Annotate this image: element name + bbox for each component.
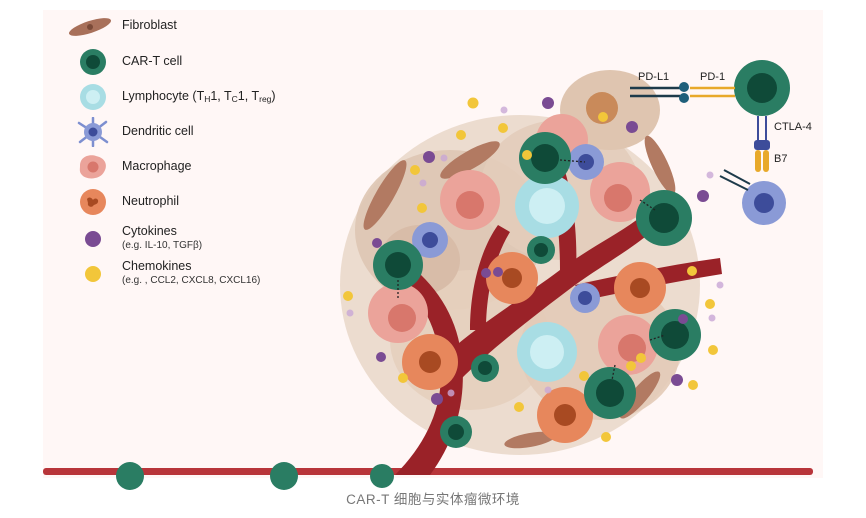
pd-1-label: PD-1	[700, 71, 725, 83]
legend-label-car-t: CAR-T cell	[122, 54, 183, 68]
cytokine-icon	[85, 231, 101, 247]
legend-label-chemokines: Chemokines	[122, 259, 192, 273]
neutrophils	[402, 252, 666, 443]
car-t-cell-icon	[80, 49, 106, 75]
ctla-4-label: CTLA-4	[774, 121, 812, 133]
b7-label: B7	[774, 153, 787, 165]
pd-l1-label: PD-L1	[638, 71, 669, 83]
fibroblast-icon	[68, 18, 112, 36]
car-t-cells	[116, 60, 790, 490]
cytokines	[372, 97, 709, 405]
legend-label-dendritic: Dendritic cell	[122, 124, 194, 138]
legend-sub-cytokines: (e.g. IL-10, TGFβ)	[122, 240, 203, 251]
lymphocyte-icon	[80, 84, 106, 110]
neutrophil-icon	[80, 189, 106, 215]
dendritic-cell-icon	[77, 117, 109, 147]
legend-label-macrophage: Macrophage	[122, 159, 192, 173]
macrophage-icon	[79, 155, 106, 179]
legend-label-lymphocyte: Lymphocyte (TH1, TC1, Treg)	[122, 89, 276, 104]
legend-label-fibroblast: Fibroblast	[122, 18, 177, 32]
legend-label-neutrophil: Neutrophil	[122, 194, 179, 208]
pd-receptor-detail	[630, 82, 786, 225]
interaction-lines	[397, 159, 666, 381]
macrophages	[368, 114, 658, 375]
figure-caption: CAR-T 细胞与实体瘤微环境	[346, 492, 520, 507]
small-particles	[346, 106, 724, 397]
dendritic-cells	[412, 144, 604, 313]
lymphocytes	[515, 174, 579, 382]
legend-label-cytokines: Cytokines	[122, 224, 177, 238]
chemokines	[343, 97, 718, 442]
legend-sub-chemokines: (e.g. , CCL2, CXCL8, CXCL16)	[122, 275, 261, 286]
chemokine-icon	[85, 266, 101, 282]
